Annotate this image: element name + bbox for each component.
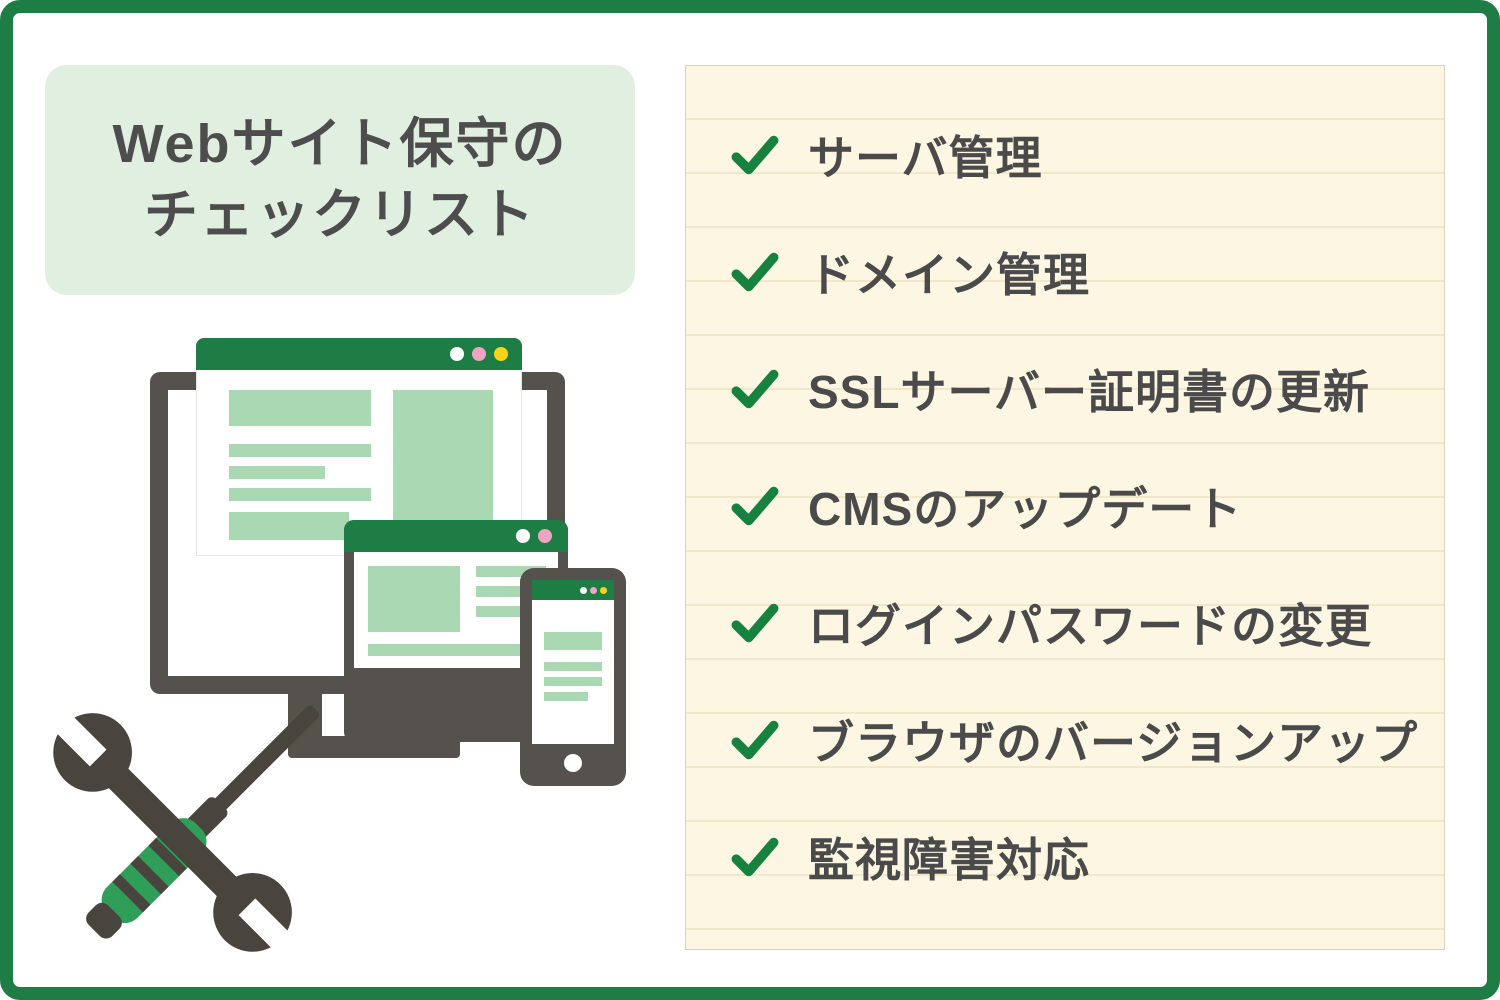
tools-illustration: [49, 705, 320, 956]
content-block: [476, 606, 546, 617]
title-box: Webサイト保守の チェックリスト: [45, 65, 635, 295]
window-dot-white-icon: [516, 529, 530, 543]
browser-header-bar: [196, 338, 522, 370]
content-block: [368, 644, 546, 656]
checklist-item: ブラウザのバージョンアップ: [686, 681, 1444, 798]
content-block: [544, 677, 602, 686]
content-block: [368, 566, 460, 632]
content-block: [229, 466, 325, 479]
content-block: [476, 586, 546, 597]
window-dot-yellow-icon: [600, 587, 607, 594]
phone-frame: [520, 568, 626, 786]
checklist-item-label: ブラウザのバージョンアップ: [808, 716, 1419, 769]
page-title-line2: チェックリスト: [144, 185, 536, 245]
window-dot-pink-icon: [472, 347, 486, 361]
content-block: [393, 390, 493, 524]
checklist-item: ログインパスワードの変更: [686, 564, 1444, 681]
content-block: [229, 488, 371, 501]
window-dot-pink-icon: [590, 587, 597, 594]
content-block: [476, 566, 546, 577]
window-dot-white-icon: [450, 347, 464, 361]
checklist-item: サーバ管理: [686, 96, 1444, 213]
check-icon: [731, 720, 779, 759]
window-dot-yellow-icon: [494, 347, 508, 361]
checklist-item-label: SSLサーバー証明書の更新: [808, 365, 1371, 418]
content-block: [544, 632, 602, 650]
checklist-item-label: ドメイン管理: [808, 248, 1090, 301]
check-icon: [731, 486, 779, 525]
content-block: [229, 512, 349, 540]
checklist-item-label: 監視障害対応: [808, 833, 1090, 886]
checklist-item-label: サーバ管理: [808, 131, 1043, 184]
phone-header-bar: [532, 580, 614, 600]
window-dot-pink-icon: [538, 529, 552, 543]
tablet-header-bar: [344, 520, 568, 552]
checklist-item: ドメイン管理: [686, 213, 1444, 330]
content-block: [544, 662, 602, 671]
check-icon: [731, 252, 779, 291]
phone-screen: [532, 580, 614, 744]
checklist-panel: サーバ管理 ドメイン管理 SSLサーバー証明書の更新 CMSのアップデート ログ…: [685, 65, 1445, 950]
check-icon: [731, 603, 779, 642]
content-block: [229, 390, 371, 426]
phone-home-button: [564, 754, 582, 772]
check-icon: [731, 135, 779, 174]
window-dot-white-icon: [580, 587, 587, 594]
wrench-icon: [49, 709, 296, 956]
checklist-item: CMSのアップデート: [686, 447, 1444, 564]
checklist-item-label: ログインパスワードの変更: [808, 599, 1372, 652]
content-block: [544, 692, 588, 701]
checklist-item-label: CMSのアップデート: [808, 482, 1243, 535]
content-block: [229, 444, 371, 457]
page-title-line1: Webサイト保守の: [112, 113, 568, 174]
checklist-item: SSLサーバー証明書の更新: [686, 330, 1444, 447]
check-icon: [731, 837, 779, 876]
check-icon: [731, 369, 779, 408]
checklist-item: 監視障害対応: [686, 798, 1444, 915]
